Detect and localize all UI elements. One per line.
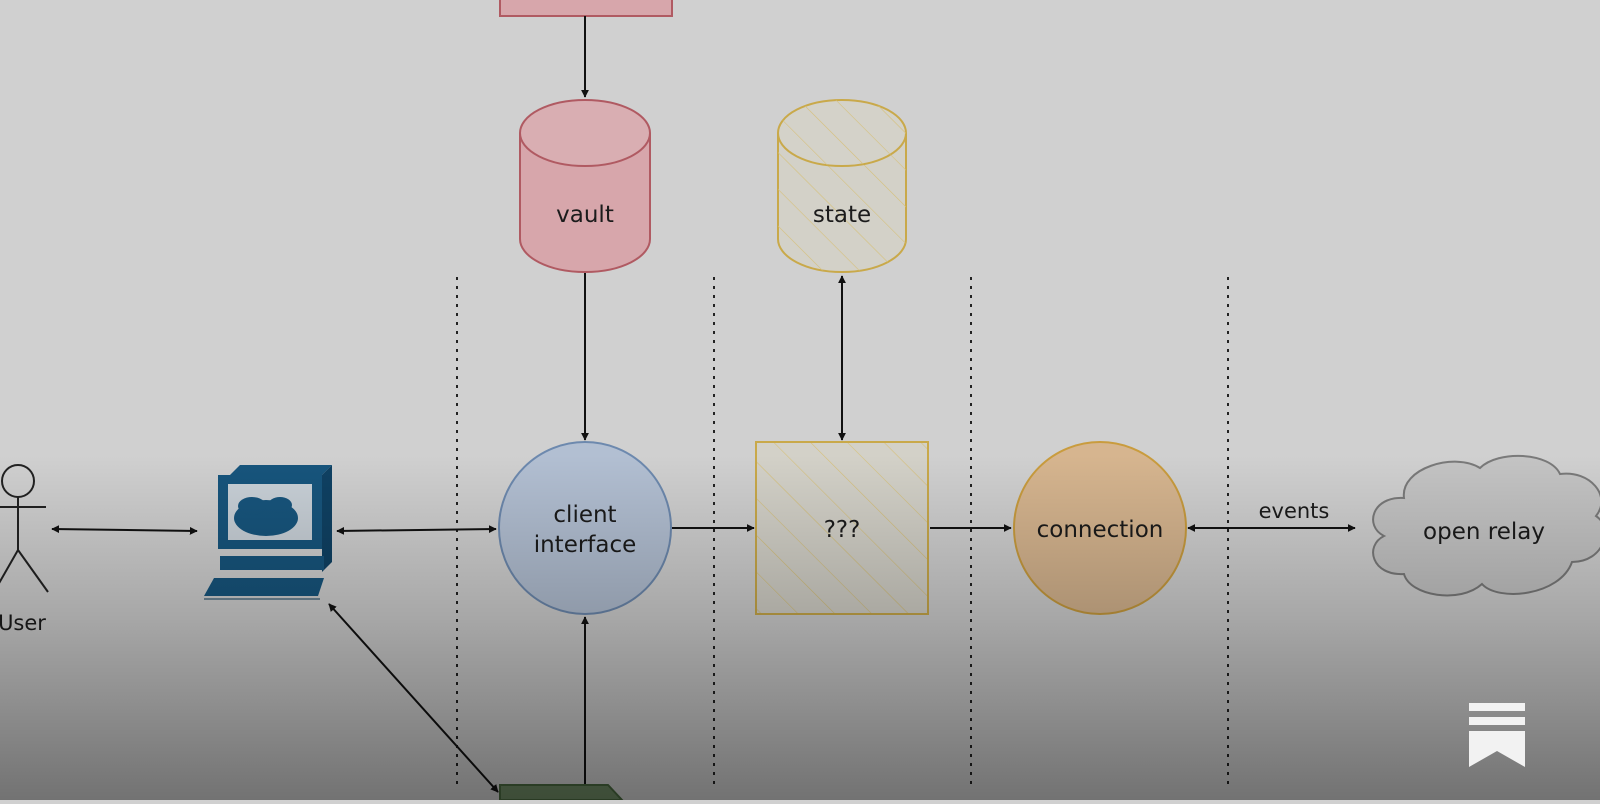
bottom-green-node (499, 784, 625, 801)
client-interface-label-line1: client (553, 502, 616, 528)
vault-node: vault (519, 99, 651, 273)
state-node: state (777, 99, 907, 273)
edge-user-to-computer (51, 525, 198, 535)
edge-computer-to-bottom (328, 603, 499, 793)
user-actor (0, 464, 49, 593)
computer-icon (204, 465, 332, 600)
state-label: state (813, 202, 871, 228)
user-label: User (0, 611, 46, 635)
open-relay-label: open relay (1423, 519, 1545, 545)
edges (51, 16, 1356, 793)
open-relay-node: open relay (1372, 454, 1600, 597)
vault-label: vault (556, 202, 614, 228)
connection-label: connection (1037, 517, 1164, 543)
client-interface-label-line2: interface (534, 532, 637, 558)
user-head (1, 464, 35, 498)
unknown-node: ??? (755, 441, 929, 615)
bookmark-stack-icon (1469, 703, 1525, 767)
connection-node: connection (1013, 441, 1187, 615)
client-interface-node: client interface (498, 441, 672, 615)
events-edge-label: events (1259, 499, 1330, 523)
edge-computer-to-client (336, 525, 497, 535)
top-source-box (499, 0, 673, 17)
unknown-label: ??? (824, 517, 861, 543)
